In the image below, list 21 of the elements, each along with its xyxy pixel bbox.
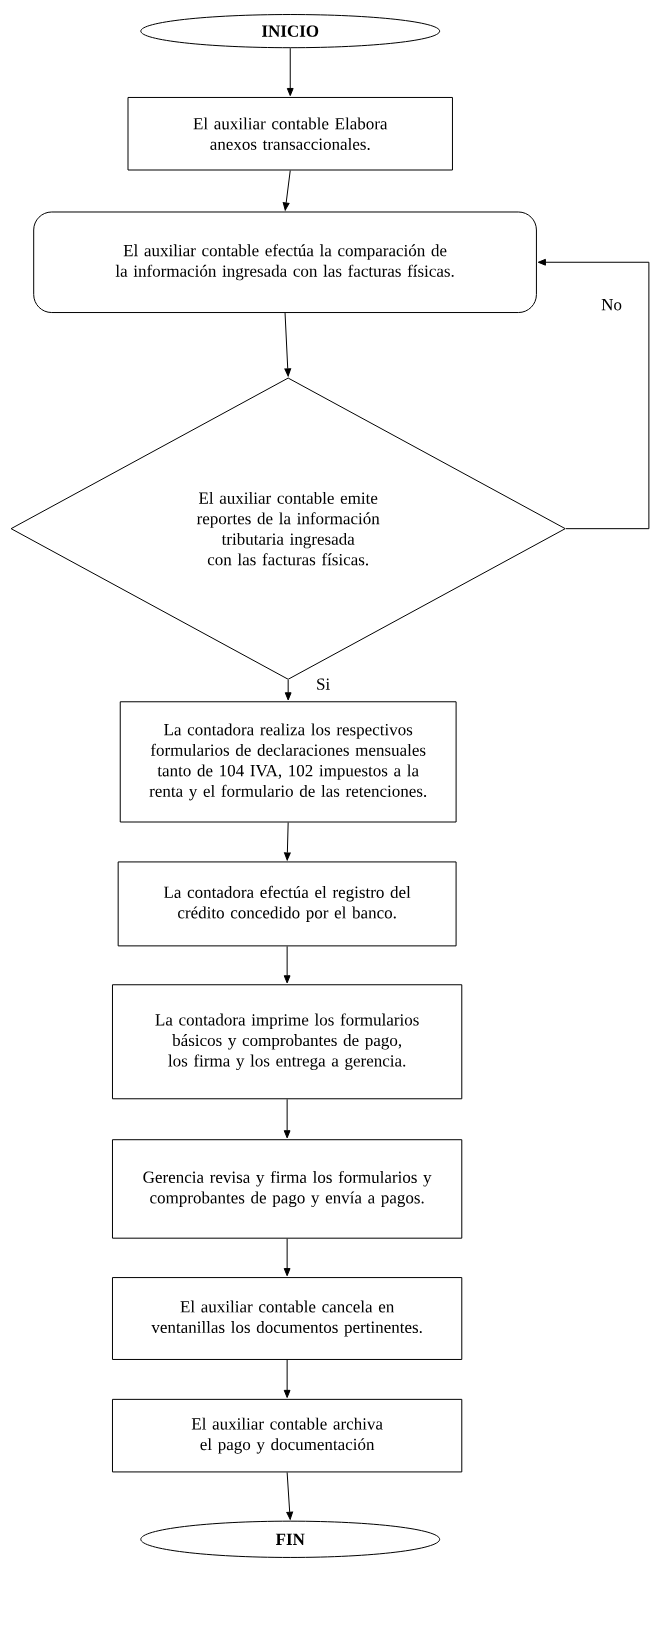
arrow bbox=[284, 679, 292, 701]
arrow bbox=[283, 1359, 291, 1398]
process-box: La contadora efectúa el registro del crédito concedido por el banco. bbox=[117, 861, 457, 947]
arrow bbox=[283, 1098, 291, 1139]
edge-label: Si bbox=[317, 678, 330, 690]
arrow bbox=[537, 258, 650, 530]
arrow bbox=[284, 312, 292, 377]
arrow bbox=[283, 1238, 291, 1277]
edge-label: No bbox=[601, 299, 622, 311]
process-box: El auxiliar contable cancela en ventanillas los documentos pertinentes. bbox=[111, 1277, 463, 1360]
process-box: La contadora imprime los formularios básicos y comprobantes de pago, los firma y los entrega a gerencia. bbox=[111, 984, 463, 1100]
arrow bbox=[286, 1471, 294, 1520]
process-box: Gerencia revisa y firma los formularios y comprobantes de pago y envía a pagos. bbox=[111, 1139, 463, 1239]
arrow bbox=[283, 945, 291, 984]
process-box: La contadora realiza los respectivos formularios de declaraciones mensuales tanto de 104 IVA, 102 impuestos a la renta y el formulario de las retenciones. bbox=[119, 701, 457, 823]
arrow bbox=[282, 170, 291, 211]
process-box: El auxiliar contable Elabora anexos transaccionales. bbox=[127, 96, 453, 171]
arrow bbox=[283, 822, 291, 861]
process-box: El auxiliar contable archiva el pago y documentación bbox=[111, 1398, 463, 1473]
arrow bbox=[286, 47, 294, 97]
process-box: El auxiliar contable efectúa la comparación de la información ingresada con las facturas físicas. bbox=[33, 211, 537, 314]
